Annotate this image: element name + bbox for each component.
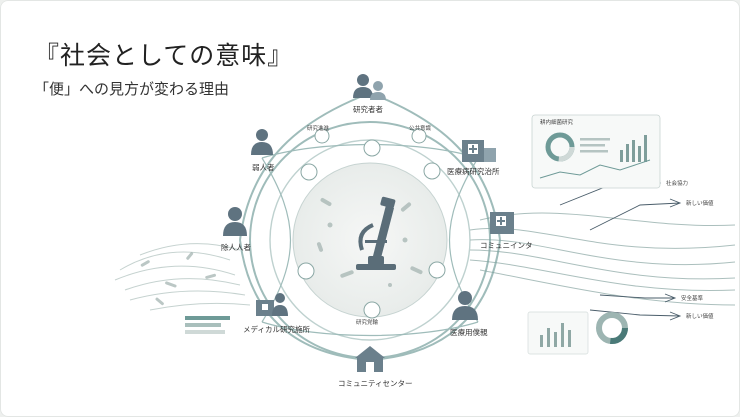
flow-label-value-2: 新しい価値 xyxy=(686,312,714,320)
label-public-awareness: 公共意識 xyxy=(409,124,432,132)
node-label-hospital: 医療病研究治所 xyxy=(447,166,500,176)
hospital-icon xyxy=(462,140,496,162)
node-label-medical-lab: メディカル研究施所 xyxy=(243,324,310,334)
bacteria-cloud-left xyxy=(114,243,251,311)
node-label-researcher: 研究者者 xyxy=(353,104,383,114)
flow-label-value: 新しい価値 xyxy=(686,199,714,207)
bacteria-rods-left xyxy=(140,252,216,306)
dashboard-panel-bottom xyxy=(527,311,628,355)
patient-icon xyxy=(223,207,247,236)
label-research-promotion: 研究進進 xyxy=(307,124,330,132)
central-bacteria xyxy=(316,198,423,287)
node-label-community-right: コミュニインタ xyxy=(480,241,533,250)
legend-bars-left xyxy=(185,316,230,334)
nurse-icon xyxy=(251,129,273,155)
node-label-nurse: 弱人者 xyxy=(252,163,275,172)
flow-arrows-right xyxy=(559,178,682,321)
microscope-icon xyxy=(356,196,396,270)
node-label-patient: 除人人者 xyxy=(221,242,251,252)
medical-lab-icon xyxy=(256,293,288,316)
slide-subtitle: 「便」への見方が変わる理由 xyxy=(34,80,230,98)
dashboard-title: 耕内細菌研究 xyxy=(540,118,574,126)
dashboard-panel: 耕内細菌研究 xyxy=(531,114,661,189)
medical-staff-icon xyxy=(452,291,478,320)
community-center-icon xyxy=(355,346,385,372)
label-research-development: 研究党輪 xyxy=(356,318,379,326)
researcher-icon xyxy=(353,74,386,100)
node-label-medical-staff: 医療用僕親 xyxy=(450,327,488,337)
flow-label-safety: 安全基準 xyxy=(681,294,704,302)
slide-title: 『社会としての意味』 xyxy=(34,41,294,70)
flow-label-social: 社会協力 xyxy=(666,179,688,187)
inner-nodes xyxy=(297,128,446,319)
community-building-icon xyxy=(490,212,514,234)
node-label-community-bottom: コミュニティセンター xyxy=(338,379,413,388)
